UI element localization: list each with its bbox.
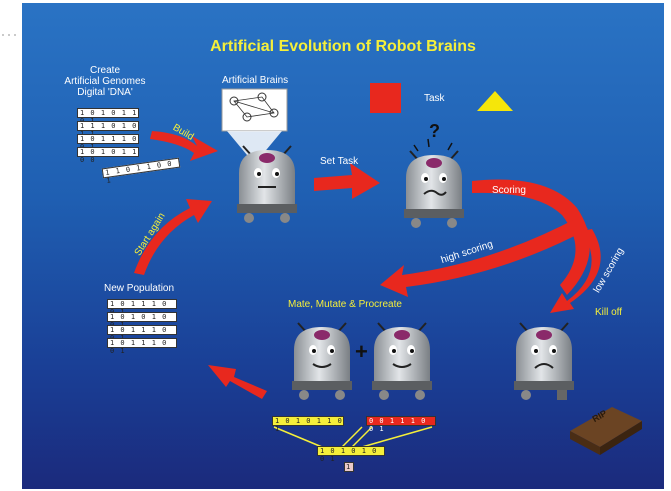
robot-parent-a (292, 322, 352, 400)
diagram-graphics (134, 83, 642, 455)
arrow-low-scoring (550, 229, 601, 313)
arrow-scoring-curve (472, 179, 590, 295)
page-title: Artificial Evolution of Robot Brains (210, 38, 476, 55)
genome-top-3: 1 0 1 1 1 0 0 1 (77, 134, 139, 151)
arrow-set-task (314, 163, 380, 199)
genome-top-2: 1 1 1 0 1 0 1 1 (77, 121, 139, 138)
robot-task (404, 138, 464, 228)
coffin-icon (570, 407, 642, 455)
task-square-icon (370, 83, 401, 113)
new-population-label: New Population (104, 283, 175, 294)
kill-off-label: Kill off (595, 307, 623, 318)
create-label-line2: Artificial Genomes (64, 76, 146, 87)
robot-sad (514, 322, 574, 400)
slide: Artificial Evolution of Robot Brains Cre… (22, 3, 664, 489)
robot-parent-b (372, 322, 432, 400)
question-mark: ? (429, 121, 440, 141)
arrow-start-again (134, 199, 212, 275)
genome-top-4: 1 0 1 0 1 1 0 0 (77, 147, 139, 164)
brain-network-icon (221, 88, 288, 155)
task-label: Task (424, 93, 445, 104)
genome-new-3: 1 0 1 1 1 0 0 1 (107, 325, 177, 342)
create-label-line3: Digital 'DNA' (77, 87, 133, 98)
mate-label: Mate, Mutate & Procreate (288, 299, 402, 310)
mutation-bit: 1 (344, 462, 354, 472)
genome-parent-a: 1 0 1 0 1 1 0 1 (272, 416, 344, 433)
artificial-brains-label: Artificial Brains (222, 75, 289, 86)
arrow-offspring (208, 365, 267, 399)
genome-new-2: 1 0 1 0 1 0 0 1 (107, 312, 177, 329)
robot-built (237, 145, 297, 223)
crossover-lines (273, 426, 433, 448)
plus-sign: + (355, 339, 368, 364)
genome-new-4: 1 0 1 1 1 0 0 1 (107, 338, 177, 355)
genome-top-1: 1 0 1 0 1 1 0 1 (77, 108, 139, 125)
task-triangle-icon (477, 91, 513, 111)
genome-new-1: 1 0 1 1 1 0 0 1 (107, 299, 177, 316)
ellipsis-dots (2, 34, 16, 36)
arrow-build (150, 131, 218, 161)
set-task-label: Set Task (320, 156, 359, 167)
scoring-label: Scoring (492, 185, 526, 196)
genome-child: 1 0 1 0 1 0 0 1 (317, 446, 385, 463)
genome-parent-b: 0 0 1 1 1 0 0 1 (366, 416, 436, 433)
create-label-line1: Create (89, 65, 120, 76)
arrow-high-scoring (380, 218, 588, 297)
